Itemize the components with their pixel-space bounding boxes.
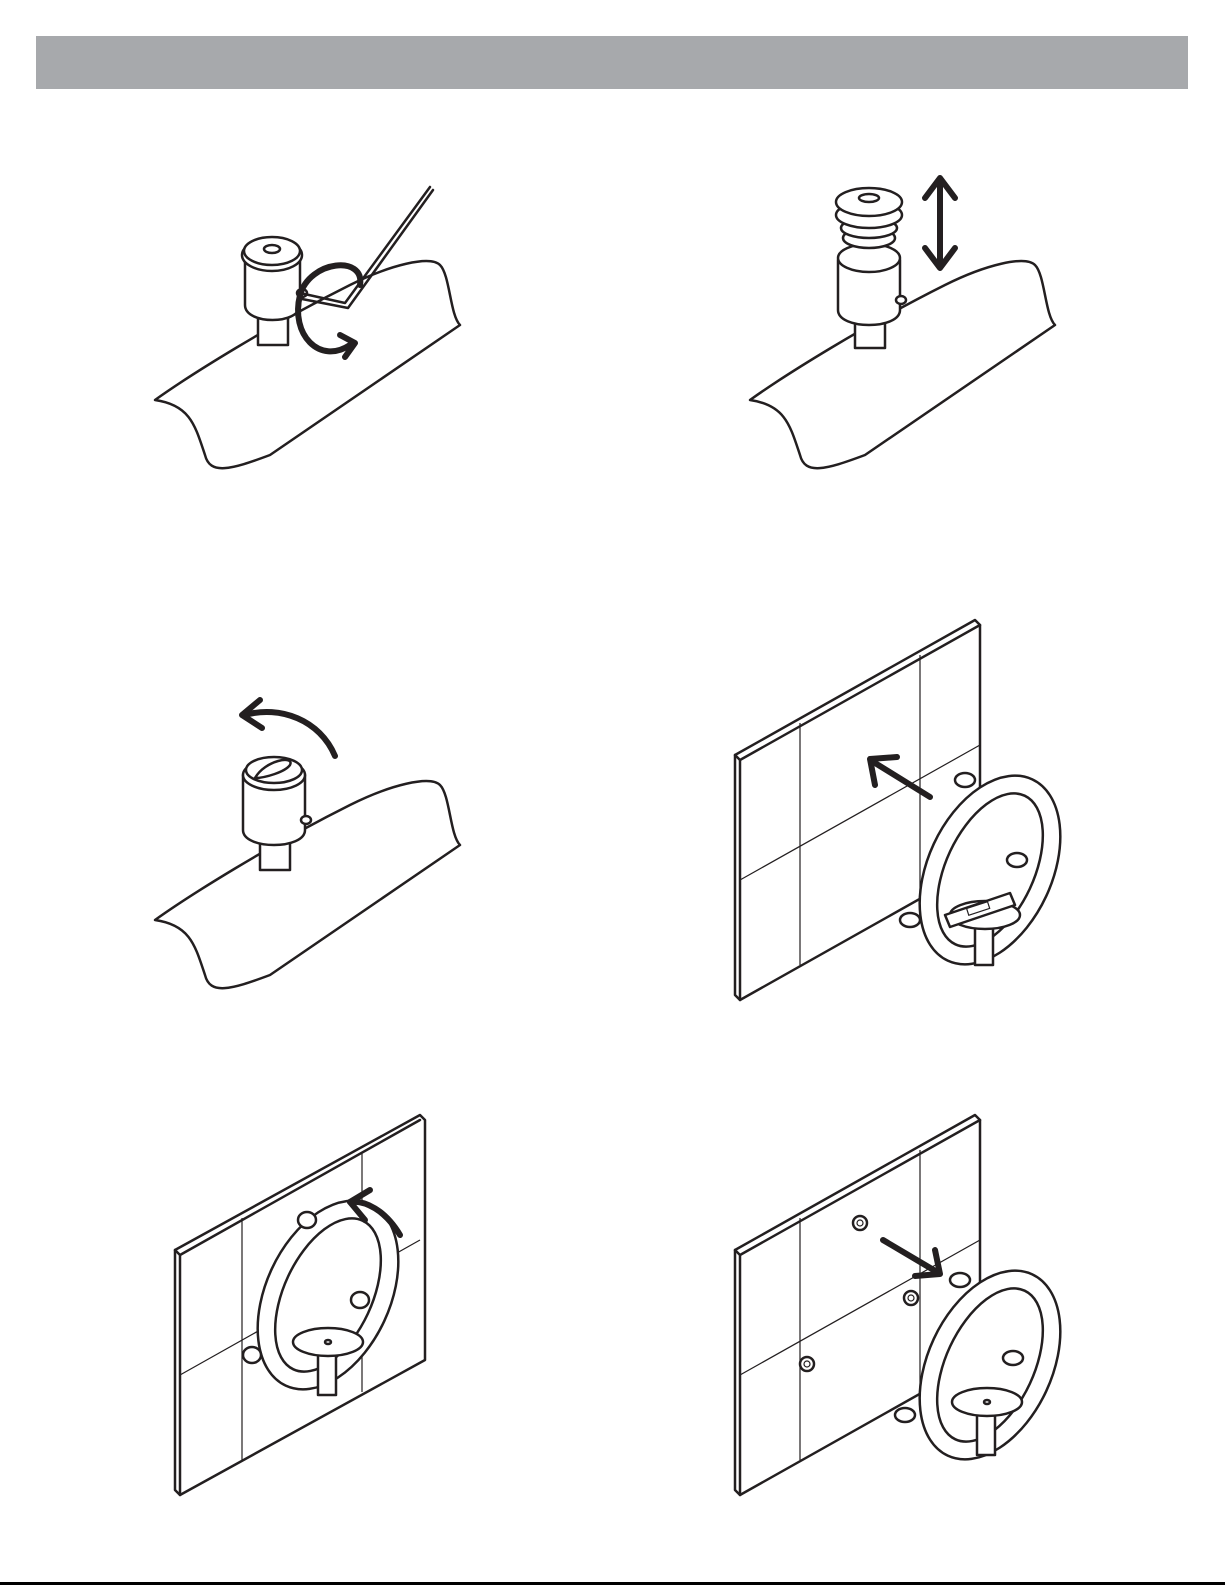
step-2-illustration: [745, 160, 1075, 480]
pipe-shape: [750, 261, 1055, 468]
step-5-illustration: [170, 1110, 440, 1500]
pipe-shape: [155, 781, 460, 988]
step-1-illustration: [150, 175, 480, 475]
step-4-illustration: [725, 615, 1085, 1005]
step-6-illustration: [725, 1110, 1085, 1500]
header-bar: [36, 36, 1188, 89]
up-down-arrow-icon: [925, 178, 955, 268]
step-3-illustration: [150, 690, 480, 1000]
cartridge-cap-icon: [836, 188, 902, 248]
rotate-arrow-icon: [242, 700, 335, 756]
